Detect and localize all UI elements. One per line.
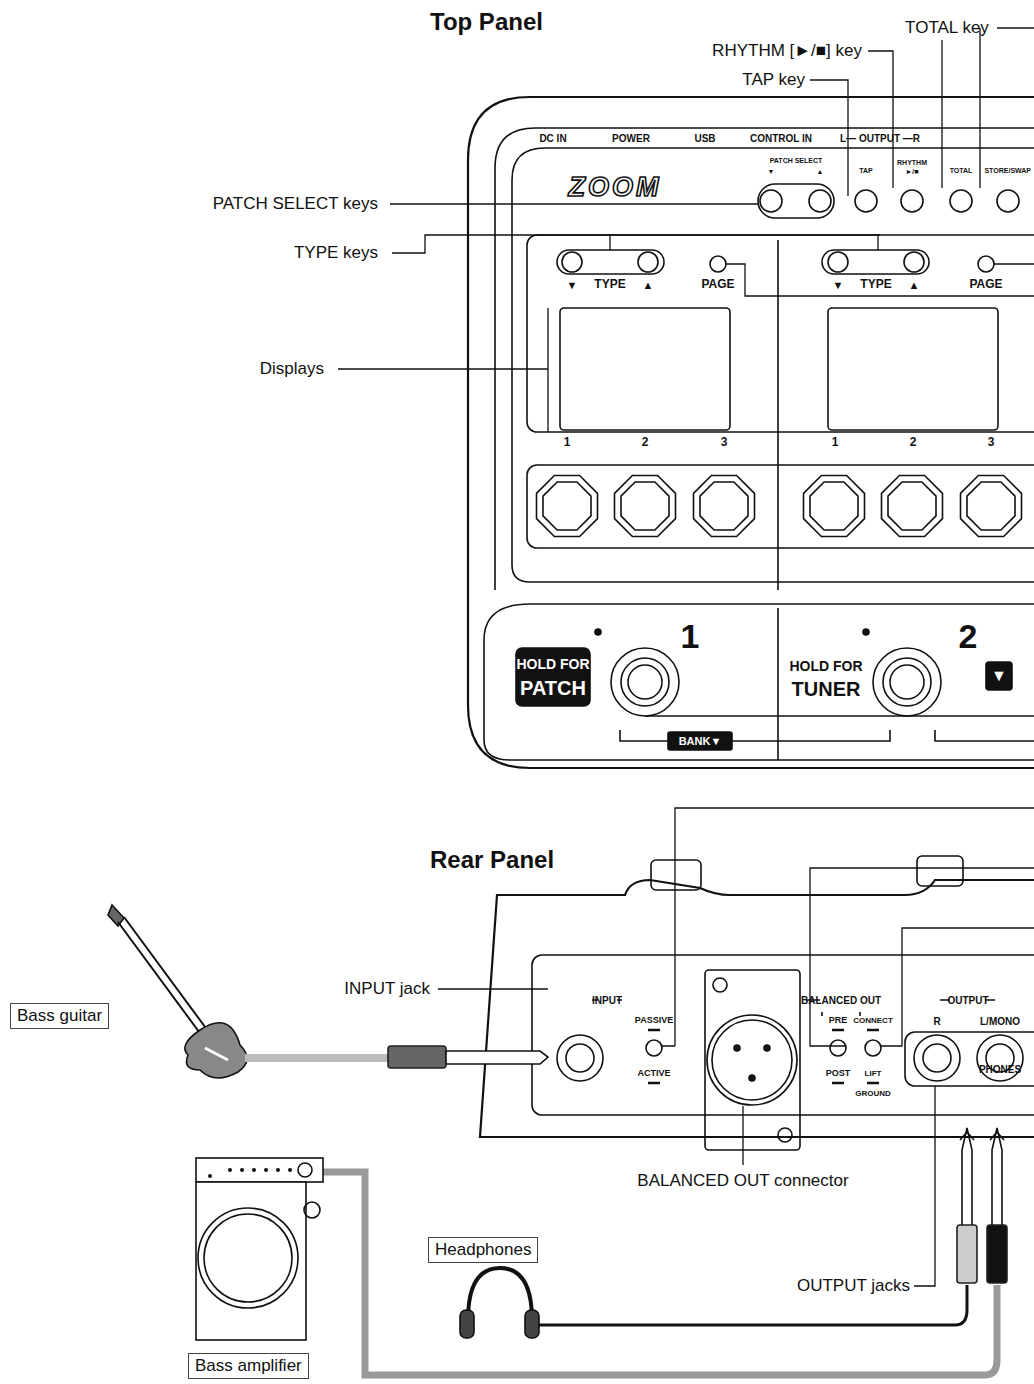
panel-marking: HOLD FOR xyxy=(789,659,862,674)
callout-label: BALANCED OUT connector xyxy=(637,1172,848,1191)
panel-marking: TAP xyxy=(859,167,872,175)
caption-text: Bass guitar xyxy=(17,1006,102,1025)
callout-label: Top Panel xyxy=(430,9,543,35)
caption-box: Bass amplifier xyxy=(188,1353,309,1379)
panel-marking: PHONES xyxy=(979,1064,1021,1075)
caption-box: Headphones xyxy=(428,1237,538,1263)
callout-label: 1 xyxy=(681,618,700,655)
panel-marking: PAGE xyxy=(969,278,1002,291)
panel-marking: PASSIVE xyxy=(635,1016,673,1026)
keys xyxy=(562,190,1019,272)
brand-logo: ZOOM xyxy=(569,173,662,203)
panel-marking: LIFT xyxy=(865,1070,882,1079)
knob xyxy=(888,482,936,530)
callout-label: TUNER xyxy=(792,678,861,700)
panel-marking: 3 xyxy=(988,436,995,449)
knob xyxy=(615,476,676,537)
panel-marking: TYPE xyxy=(594,278,625,291)
callout-label: TYPE keys xyxy=(294,244,378,263)
footswitches xyxy=(516,629,1034,750)
panel-marking: 3 xyxy=(721,436,728,449)
panel-marking: 2 xyxy=(642,436,649,449)
callout-label: Displays xyxy=(260,360,324,379)
panel-marking: BALANCED OUT xyxy=(801,995,881,1006)
callout-label: 2 xyxy=(959,618,978,655)
knob xyxy=(961,476,1022,537)
knob xyxy=(700,482,748,530)
caption-text: Bass amplifier xyxy=(195,1356,302,1375)
panel-marking: CONTROL IN xyxy=(750,133,812,144)
cables xyxy=(245,1046,1007,1375)
panel-marking: STORE/SWAP xyxy=(984,167,1031,175)
callout-label: PATCH SELECT keys xyxy=(213,195,378,214)
panel-marking: DC IN xyxy=(539,133,566,144)
top-leader-lines xyxy=(338,28,1034,716)
panel-marking: INPUT xyxy=(592,995,622,1006)
top-panel-body xyxy=(468,97,1034,768)
panel-marking: POST xyxy=(826,1069,851,1079)
panel-marking: POWER xyxy=(612,133,650,144)
panel-marking: ACTIVE xyxy=(637,1069,670,1079)
panel-marking: GROUND xyxy=(855,1090,891,1099)
panel-marking: L— OUTPUT —R xyxy=(840,133,920,144)
callout-label: RHYTHM [►/■] key xyxy=(712,42,862,61)
knob xyxy=(621,482,669,530)
panel-marking: TOTAL xyxy=(950,167,973,175)
panel-marking: 2 xyxy=(910,436,917,449)
panel-marking: TYPE xyxy=(860,278,891,291)
panel-marking: L/MONO xyxy=(980,1016,1020,1027)
knob xyxy=(694,476,755,537)
bass-guitar xyxy=(108,905,247,1078)
panel-marking: HOLD FOR xyxy=(516,657,589,672)
headphones xyxy=(460,1268,539,1338)
callout-label: OUTPUT jacks xyxy=(797,1277,910,1296)
knob xyxy=(810,482,858,530)
rear-panel-body xyxy=(480,856,1034,1150)
rear-leader-lines xyxy=(438,808,1034,1286)
callout-label: PATCH xyxy=(520,677,586,699)
panel-marking: ▼ xyxy=(567,279,578,291)
panel-marking: ▲ xyxy=(817,168,824,176)
knobs xyxy=(537,476,1022,537)
panel-marking: ▲ xyxy=(643,279,654,291)
caption-box: Bass guitar xyxy=(10,1003,109,1029)
panel-marking: ▼ xyxy=(768,168,775,176)
callout-label: INPUT jack xyxy=(344,980,430,999)
panel-marking: ►/■ xyxy=(905,168,918,176)
callout-label: TAP key xyxy=(742,71,805,90)
panel-marking: RHYTHM xyxy=(897,159,927,167)
panel-marking: CONNECT xyxy=(853,1017,893,1026)
knob xyxy=(543,482,591,530)
panel-marking: ▼ xyxy=(833,279,844,291)
panel-marking: OUTPUT xyxy=(947,995,988,1006)
panel-marking: ▼ xyxy=(991,667,1007,685)
panel-marking: USB xyxy=(694,133,715,144)
bass-amplifier xyxy=(196,1158,323,1340)
knob xyxy=(882,476,943,537)
panel-marking: PATCH SELECT xyxy=(770,157,823,165)
panel-marking: BANK▼ xyxy=(679,735,722,747)
panel-marking: PAGE xyxy=(701,278,734,291)
panel-marking: 1 xyxy=(832,436,839,449)
knob xyxy=(804,476,865,537)
callout-label: Rear Panel xyxy=(430,847,554,873)
panel-marking: 1 xyxy=(564,436,571,449)
callout-label: TOTAL key xyxy=(905,19,989,38)
panel-marking: ▲ xyxy=(909,279,920,291)
panel-marking: R xyxy=(933,1016,940,1027)
caption-text: Headphones xyxy=(435,1240,531,1259)
knob xyxy=(537,476,598,537)
knob xyxy=(967,482,1015,530)
panel-marking: PRE xyxy=(829,1016,848,1026)
